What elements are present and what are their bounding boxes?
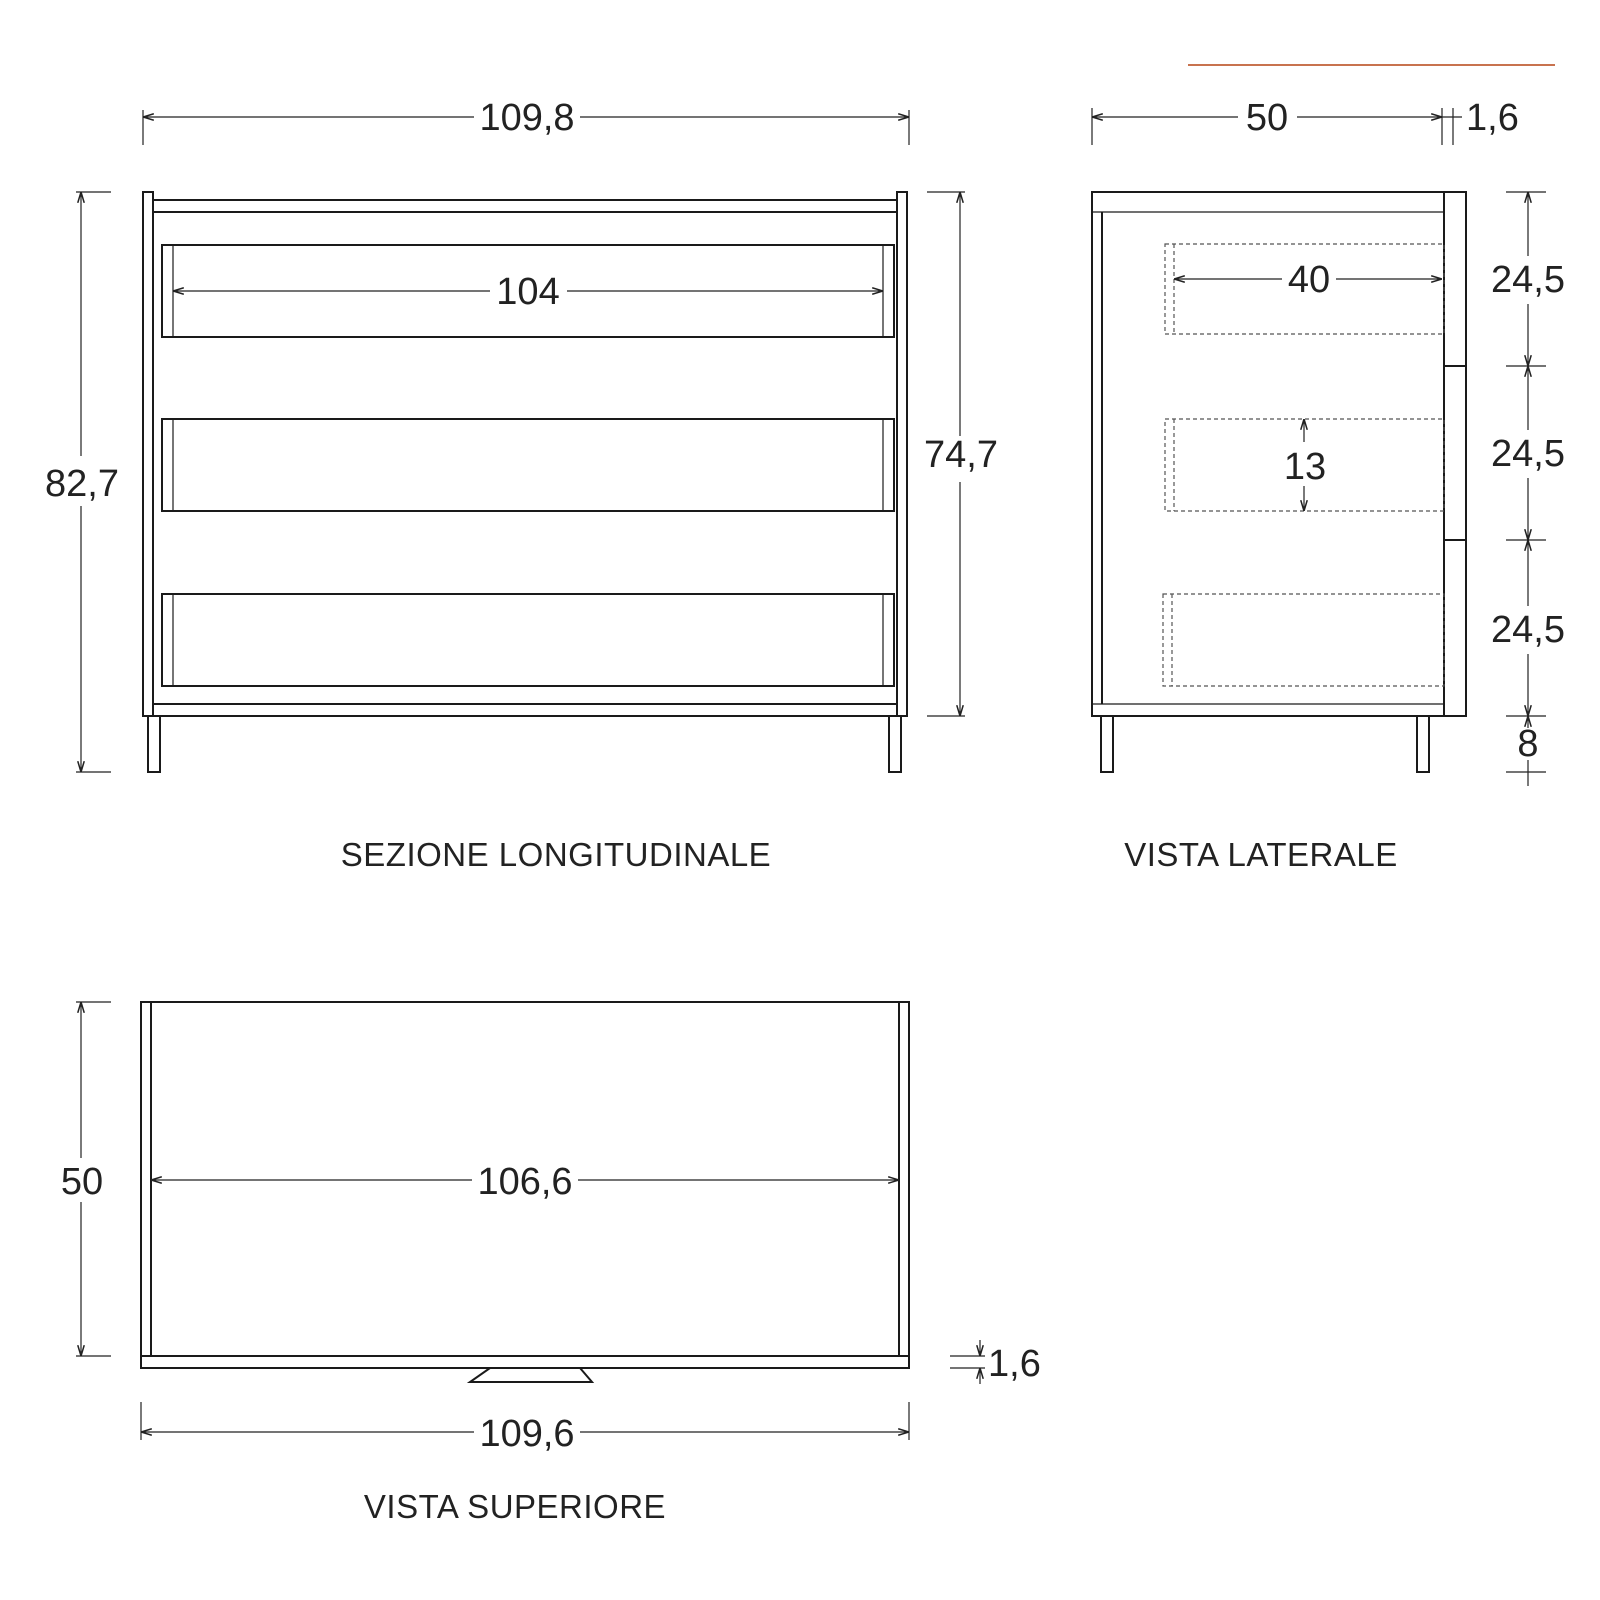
label-drawer-width: 104	[496, 271, 559, 313]
label-side-leg-height: 8	[1517, 723, 1538, 765]
side-front-3	[1443, 539, 1467, 717]
side-view: 50 1,6 40 13	[1091, 97, 1565, 873]
label-top-inner-width: 106,6	[477, 1161, 572, 1203]
caption-top: VISTA SUPERIORE	[364, 1488, 666, 1525]
label-side-front-thickness: 1,6	[1466, 97, 1519, 139]
label-top-depth: 50	[61, 1161, 103, 1203]
dimension-top-depth: 50	[61, 1001, 111, 1357]
bottom-panel	[152, 703, 898, 717]
label-side-drawer-depth: 40	[1288, 259, 1330, 301]
side-hidden-drawer-3	[1162, 593, 1445, 687]
label-height-body: 74,7	[924, 434, 998, 476]
label-top-thickness: 1,6	[988, 1343, 1041, 1385]
side-front-2	[1443, 365, 1467, 541]
dimension-side-drawer-depth: 40	[1174, 259, 1442, 301]
label-side-front-2: 24,5	[1491, 433, 1565, 475]
drawer-3	[161, 593, 895, 687]
side-hidden-drawer-2	[1164, 418, 1445, 512]
caption-longitudinal: SEZIONE LONGITUDINALE	[341, 836, 771, 873]
label-side-front-1: 24,5	[1491, 259, 1565, 301]
right-side-panel	[896, 191, 908, 717]
side-back-leg	[1416, 715, 1430, 773]
side-front-leg	[1100, 715, 1114, 773]
label-side-depth: 50	[1246, 97, 1288, 139]
dimension-top-thickness: 1,6	[950, 1340, 1041, 1385]
top-view: 50 106,6 1,6 109,6 VISTA SUPERIORE	[61, 1001, 1041, 1525]
dimension-drawer-width: 104	[173, 271, 883, 313]
drawer-2	[161, 418, 895, 512]
dimension-total-height: 82,7	[45, 191, 119, 773]
label-top-total-width: 109,6	[479, 1413, 574, 1455]
dimension-top-total-width: 109,6	[140, 1402, 910, 1455]
dimension-side-front-heights: 24,5 24,5 24,5 8	[1491, 191, 1565, 786]
longitudinal-section-view: 109,8 104 82,7 74,7 SEZIONE LONGITUDINAL…	[45, 97, 998, 873]
label-width-total: 109,8	[479, 97, 574, 139]
top-panel	[152, 199, 898, 213]
dimension-body-height: 74,7	[924, 191, 998, 717]
left-side-panel	[142, 191, 154, 717]
dimension-side-depth: 50 1,6	[1091, 97, 1519, 145]
top-front-panel	[140, 1355, 910, 1369]
dimension-side-drawer-height: 13	[1284, 419, 1326, 511]
side-carcass	[1091, 191, 1445, 717]
side-front-1	[1443, 191, 1467, 367]
label-side-front-3: 24,5	[1491, 609, 1565, 651]
left-leg	[147, 715, 161, 773]
side-hidden-drawer-1	[1164, 243, 1445, 335]
dimension-total-width: 109,8	[142, 97, 910, 145]
top-handle	[466, 1367, 595, 1383]
caption-side: VISTA LATERALE	[1124, 836, 1398, 873]
label-side-drawer-height: 13	[1284, 446, 1326, 488]
label-height-total: 82,7	[45, 463, 119, 505]
dimension-top-inner-width: 106,6	[151, 1161, 899, 1203]
right-leg	[888, 715, 902, 773]
